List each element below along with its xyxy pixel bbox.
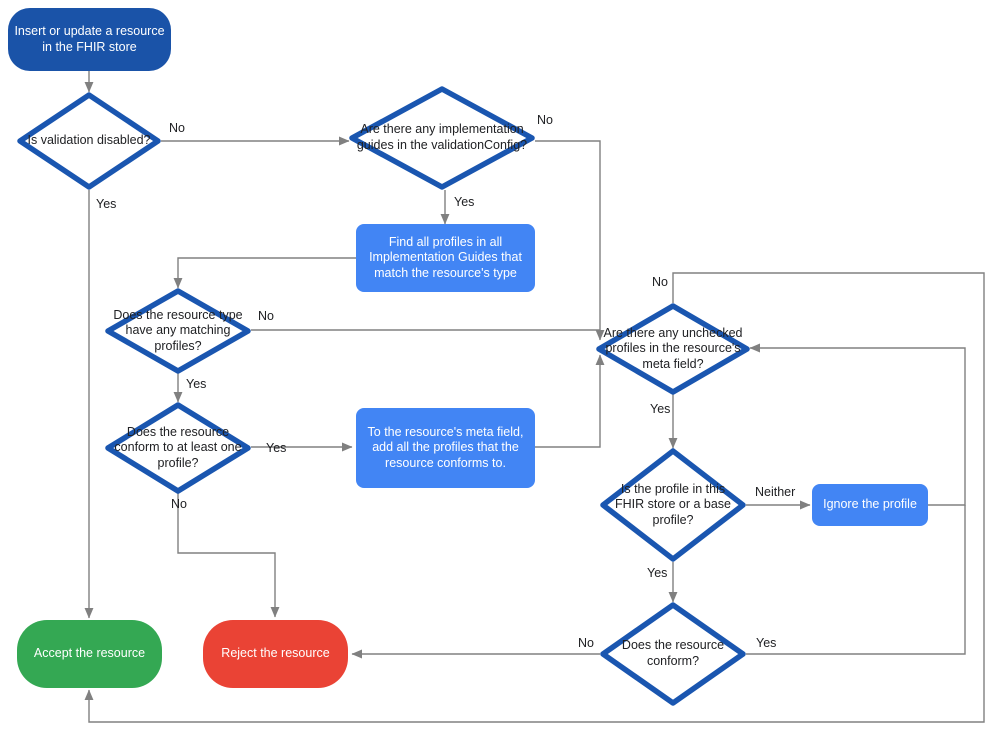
diamond-shape	[596, 303, 750, 395]
node-conform-to-at-least-one-profile[interactable]: Does the resource conform to at least on…	[105, 402, 251, 494]
edge-addmeta-to-unchecked	[535, 354, 605, 448]
node-accept-the-resource-label: Accept the resource	[33, 646, 146, 661]
node-ignore-the-profile[interactable]: Ignore the profile	[812, 484, 928, 526]
edge-impguides-no	[535, 140, 605, 341]
edge-label-conformone-yes: Yes	[266, 441, 287, 455]
node-does-resource-conform[interactable]: Does the resource conform?	[600, 602, 746, 706]
node-are-there-implementation-guides[interactable]: Are there any implementation guides in t…	[349, 86, 535, 190]
node-are-there-implementation-guides-label: Are there any implementation guides in t…	[356, 122, 528, 152]
node-start[interactable]: Insert or update a resource in the FHIR …	[8, 8, 171, 71]
node-ignore-the-profile-label: Ignore the profile	[823, 497, 917, 512]
edge-label-validation-yes: Yes	[96, 197, 117, 211]
edge-label-impguides-no: No	[537, 113, 553, 127]
node-add-profiles-to-meta[interactable]: To the resource's meta field, add all th…	[356, 408, 535, 488]
node-find-all-profiles[interactable]: Find all profiles in all Implementation …	[356, 224, 535, 292]
edge-conform-yes	[746, 505, 966, 655]
edge-findprofiles-to-matching	[173, 257, 356, 289]
node-is-validation-disabled[interactable]: Is validation disabled?	[17, 92, 161, 190]
node-unchecked-profiles-in-meta[interactable]: Are there any unchecked profiles in the …	[596, 303, 750, 395]
node-find-all-profiles-label: Find all profiles in all Implementation …	[369, 234, 522, 280]
node-reject-the-resource-label: Reject the resource	[221, 646, 330, 661]
edge-label-instore-neither: Neither	[755, 485, 796, 499]
edge-label-validation-no: No	[169, 121, 185, 135]
diamond-shape	[105, 288, 251, 374]
edge-label-conformone-no: No	[171, 497, 187, 511]
node-does-resource-conform-label: Does the resource conform?	[621, 638, 725, 668]
diamond-shape	[349, 86, 535, 190]
node-profile-in-store-or-base-label: Is the profile in this FHIR store or a b…	[614, 481, 731, 527]
node-resource-type-matching-profiles-label: Does the resource type have any matching…	[113, 307, 243, 353]
edge-unchecked-no	[84, 272, 985, 723]
edge-label-unchecked-yes: Yes	[650, 402, 671, 416]
node-unchecked-profiles-in-meta-label: Are there any unchecked profiles in the …	[603, 325, 743, 371]
node-is-validation-disabled-label: Is validation disabled?	[27, 133, 151, 148]
diamond-shape	[600, 448, 746, 562]
edge-label-unchecked-no: No	[652, 275, 668, 289]
node-accept-the-resource[interactable]: Accept the resource	[17, 620, 162, 688]
edge-conformone-no	[177, 492, 280, 618]
edge-label-conform-yes: Yes	[756, 636, 777, 650]
edge-ignore-loopback	[749, 343, 966, 506]
diamond-shape	[105, 402, 251, 494]
node-start-label: Insert or update a resource in the FHIR …	[14, 23, 165, 54]
node-add-profiles-to-meta-label: To the resource's meta field, add all th…	[367, 424, 524, 470]
node-resource-type-matching-profiles[interactable]: Does the resource type have any matching…	[105, 288, 251, 374]
edge-label-matching-yes: Yes	[186, 377, 207, 391]
diamond-shape	[17, 92, 161, 190]
edge-label-instore-yes: Yes	[647, 566, 668, 580]
node-conform-to-at-least-one-profile-label: Does the resource conform to at least on…	[114, 424, 242, 470]
edge-label-conform-no: No	[578, 636, 594, 650]
node-profile-in-store-or-base[interactable]: Is the profile in this FHIR store or a b…	[600, 448, 746, 562]
edge-label-matching-no: No	[258, 309, 274, 323]
edge-label-impguides-yes: Yes	[454, 195, 475, 209]
node-reject-the-resource[interactable]: Reject the resource	[203, 620, 348, 688]
diamond-shape	[600, 602, 746, 706]
